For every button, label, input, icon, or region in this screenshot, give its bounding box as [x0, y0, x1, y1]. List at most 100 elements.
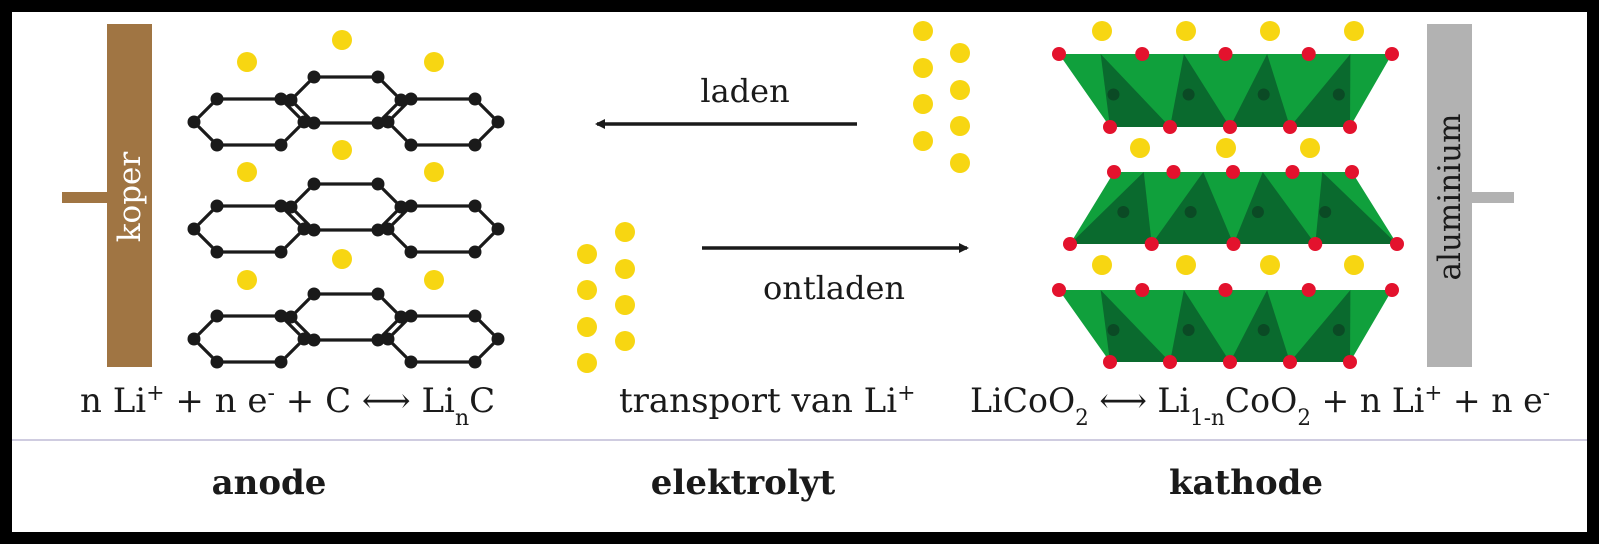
cathode-eq-sub3: 2 — [1297, 406, 1311, 431]
carbon-atom — [381, 222, 395, 236]
lithium-ion — [913, 58, 933, 78]
lithium-ion — [950, 153, 970, 173]
cathode-layer — [1052, 283, 1399, 369]
cathode-eq-arrow: ⟷ — [1089, 381, 1158, 421]
oxygen-atom — [1103, 120, 1117, 134]
copper-lead — [62, 192, 110, 203]
lithium-ion — [913, 94, 933, 114]
aluminium-plate — [1427, 24, 1472, 367]
carbon-atom — [210, 309, 224, 323]
lithium-ion — [424, 52, 444, 72]
oxygen-atom — [1226, 237, 1241, 251]
carbon-atom — [274, 245, 288, 259]
anode-eq-p1: n Li — [80, 381, 146, 421]
carbon-atom — [468, 199, 482, 213]
lithium-ion — [1344, 21, 1364, 41]
cathode-band — [1070, 172, 1397, 244]
lithium-ion — [950, 43, 970, 63]
oxygen-atom — [1052, 283, 1066, 297]
cathode-eq-sup2: - — [1543, 381, 1550, 406]
lithium-ion — [332, 30, 352, 50]
anode-section-label: anode — [212, 463, 327, 503]
oxygen-atom — [1135, 283, 1150, 297]
carbon-atom — [371, 287, 385, 301]
carbon-atom — [371, 177, 385, 191]
cathode-eq-p5: + n e — [1442, 381, 1542, 421]
oxygen-atom — [1063, 237, 1077, 251]
lithium-ion — [950, 80, 970, 100]
carbon-atom — [297, 332, 311, 346]
carbon-ring — [386, 204, 500, 254]
carbon-atom — [284, 310, 298, 324]
aluminium-collector: aluminium — [1427, 24, 1514, 367]
anode-eq-arrow: ⟷ — [362, 381, 411, 421]
lithium-ion — [1260, 255, 1280, 275]
graphite-layer — [187, 70, 505, 152]
octahedron-face — [1070, 172, 1152, 244]
cathode-layers — [1052, 47, 1404, 369]
cathode-eq-p3: CoO — [1225, 381, 1298, 421]
lithium-ion — [237, 52, 257, 72]
carbon-ring — [192, 314, 306, 364]
cathode-eq-p1: LiCoO — [970, 381, 1075, 421]
carbon-atom — [307, 70, 321, 84]
carbon-atom — [394, 310, 408, 324]
oxygen-atom — [1052, 47, 1066, 61]
carbon-atom — [404, 309, 418, 323]
lithium-ion — [1216, 138, 1236, 158]
lithium-ion — [424, 270, 444, 290]
oxygen-atom — [1166, 165, 1181, 179]
octahedron-face — [1290, 54, 1351, 127]
lithium-ion — [332, 249, 352, 269]
oxygen-atom — [1223, 120, 1237, 134]
oxygen-atom — [1301, 47, 1316, 61]
lithium-ion — [1130, 138, 1150, 158]
carbon-atom — [394, 200, 408, 214]
battery-diagram: koper aluminium laden ontladen n Li+ + n… — [12, 21, 1587, 503]
oxygen-atom — [1283, 355, 1297, 369]
copper-collector: koper — [62, 24, 152, 367]
electrolyte-equation: transport van Li+ — [619, 381, 916, 422]
lithium-ion — [577, 353, 597, 373]
carbon-atom — [210, 92, 224, 106]
carbon-atom — [307, 177, 321, 191]
graphite-layers — [187, 70, 505, 369]
anode-eq-p4: Li — [411, 381, 455, 421]
anode-eq-sup1: + — [146, 381, 164, 406]
carbon-ring — [192, 97, 306, 147]
carbon-ring — [386, 97, 500, 147]
carbon-atom — [381, 332, 395, 346]
octahedron-face — [1233, 172, 1316, 244]
cobalt-atom — [1332, 88, 1345, 101]
carbon-atom — [371, 70, 385, 84]
carbon-atom — [210, 199, 224, 213]
carbon-atom — [307, 223, 321, 237]
cathode-section-label: kathode — [1169, 463, 1323, 503]
cathode-eq-sup1: + — [1424, 381, 1442, 406]
octahedron-face — [1315, 172, 1397, 244]
lithium-ion — [577, 317, 597, 337]
oxygen-atom — [1226, 165, 1240, 179]
cathode-layer — [1063, 165, 1404, 251]
carbon-atom — [307, 116, 321, 130]
lithium-ion — [577, 244, 597, 264]
oxygen-atom — [1343, 355, 1357, 369]
lithium-ion — [615, 295, 635, 315]
oxygen-atom — [1144, 237, 1159, 251]
cobalt-atom — [1182, 88, 1195, 101]
lithium-ion — [577, 280, 597, 300]
carbon-atom — [284, 200, 298, 214]
aluminium-label: aluminium — [1432, 114, 1468, 281]
anode-eq-p2: + n e — [165, 381, 268, 421]
cathode-eq-p2: Li — [1157, 381, 1190, 421]
lithium-ion — [950, 116, 970, 136]
lithium-ion — [913, 131, 933, 151]
octahedron-face — [1290, 290, 1351, 362]
carbon-ring — [289, 292, 403, 342]
lithium-ion — [1092, 21, 1112, 41]
cathode-layer — [1052, 47, 1399, 134]
carbon-atom — [307, 333, 321, 347]
electrolyte-eq-sup: + — [897, 381, 915, 406]
octahedron-face — [1170, 54, 1230, 127]
lithium-ion — [237, 162, 257, 182]
